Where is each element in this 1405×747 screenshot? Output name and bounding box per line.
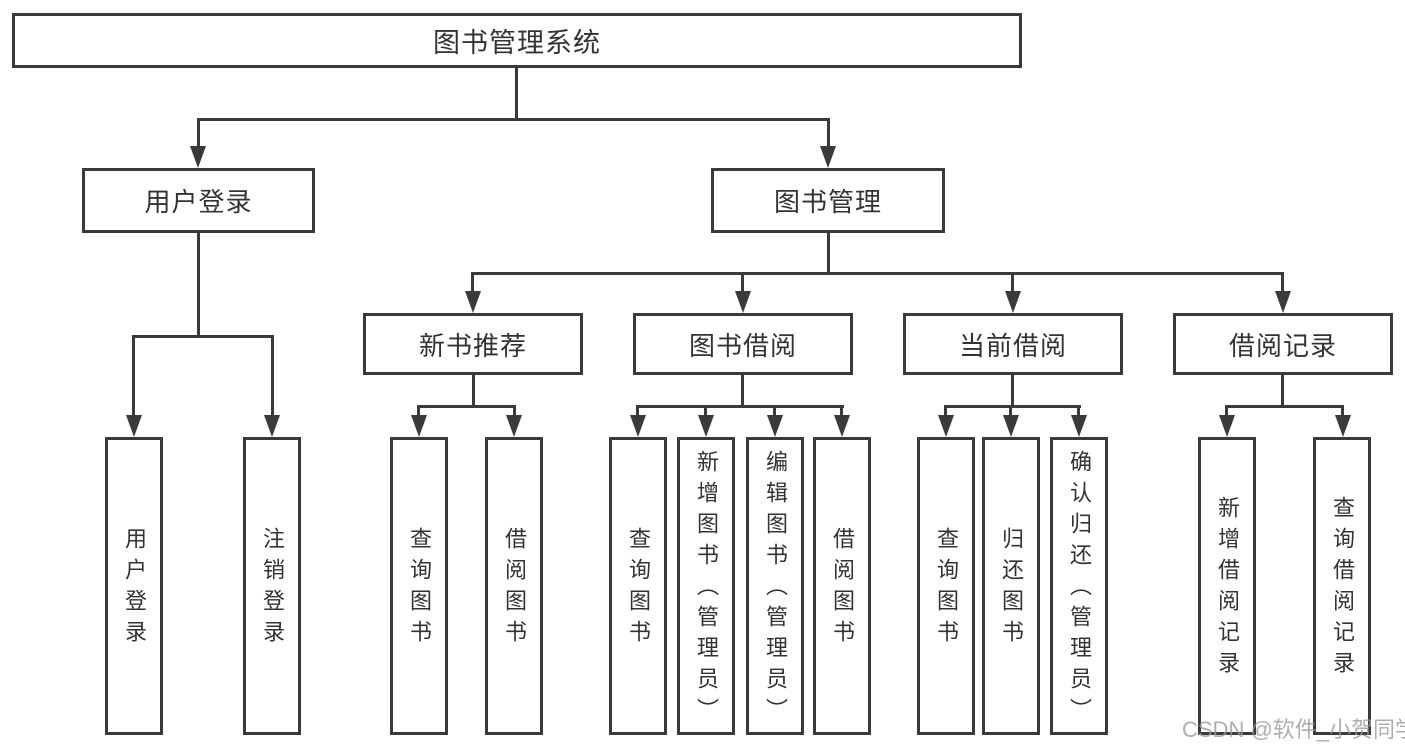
arrow-down-icon xyxy=(1275,291,1291,313)
node-new-book-recommendation: 新书推荐 xyxy=(363,313,583,375)
node-book-management: 图书管理 xyxy=(711,168,945,233)
leaf-user-login: 用户登录 xyxy=(105,437,163,735)
connector-borrowing-records-trunk xyxy=(1281,375,1284,408)
connector-drop xyxy=(773,405,776,423)
leaf-add-books-admin: 新增图书（管理员） xyxy=(677,437,735,735)
leaf-edit-books-admin: 编辑图书（管理员） xyxy=(746,437,804,735)
arrow-down-icon xyxy=(820,146,836,168)
arrow-down-icon xyxy=(1005,291,1021,313)
leaf-query-books-2: 查询图书 xyxy=(609,437,667,735)
connector-borrowing-records-bar xyxy=(1225,405,1344,408)
connector-level1-bar xyxy=(197,118,830,121)
connector-drop-user-login xyxy=(197,118,200,150)
connector-drop xyxy=(1077,405,1080,423)
connector-drop xyxy=(513,405,516,423)
connector-drop xyxy=(704,405,707,423)
connector-root-trunk xyxy=(515,68,518,121)
connector-new-book-trunk xyxy=(472,375,475,408)
connector-book-borrowing-trunk xyxy=(741,375,744,408)
connector-drop-current-borrowing xyxy=(1011,272,1014,292)
leaf-add-borrow-record: 新增借阅记录 xyxy=(1198,437,1256,735)
arrow-down-icon xyxy=(938,415,954,437)
connector-drop-book-management xyxy=(827,118,830,150)
leaf-borrow-books-1: 借阅图书 xyxy=(485,437,543,735)
connector-current-borrowing-trunk xyxy=(1011,375,1014,408)
arrow-down-icon xyxy=(767,415,783,437)
leaf-borrow-books-2: 借阅图书 xyxy=(813,437,871,735)
arrow-down-icon xyxy=(264,415,280,437)
connector-new-book-bar xyxy=(417,405,516,408)
node-library-management-system: 图书管理系统 xyxy=(12,13,1022,68)
connector-drop xyxy=(944,405,947,423)
arrow-down-icon xyxy=(698,415,714,437)
arrow-down-icon xyxy=(126,415,142,437)
connector-drop xyxy=(417,405,420,423)
arrow-down-icon xyxy=(834,415,850,437)
leaf-logout: 注销登录 xyxy=(243,437,301,735)
connector-user-login-bar xyxy=(132,335,274,338)
connector-book-borrowing-bar xyxy=(636,405,844,408)
connector-drop-leaf-user-login xyxy=(132,335,135,420)
connector-drop xyxy=(840,405,843,423)
leaf-query-borrow-record: 查询借阅记录 xyxy=(1313,437,1371,735)
connector-drop-borrowing-records xyxy=(1281,272,1284,292)
leaf-confirm-return-admin: 确认归还（管理员） xyxy=(1050,437,1108,735)
connector-drop xyxy=(1225,405,1228,423)
connector-book-management-trunk xyxy=(827,233,830,275)
arrow-down-icon xyxy=(1335,415,1351,437)
connector-drop-book-borrowing xyxy=(741,272,744,292)
node-borrowing-records: 借阅记录 xyxy=(1173,313,1393,375)
connector-drop-new-book xyxy=(471,272,474,292)
connector-current-borrowing-bar xyxy=(944,405,1081,408)
connector-drop-leaf-logout xyxy=(271,335,274,420)
node-current-borrowing: 当前借阅 xyxy=(903,313,1123,375)
arrow-down-icon xyxy=(411,415,427,437)
arrow-down-icon xyxy=(465,291,481,313)
arrow-down-icon xyxy=(190,146,206,168)
leaf-query-books-1: 查询图书 xyxy=(390,437,448,735)
arrow-down-icon xyxy=(1003,415,1019,437)
arrow-down-icon xyxy=(1071,415,1087,437)
arrow-down-icon xyxy=(630,415,646,437)
connector-level2-bar xyxy=(471,272,1284,275)
arrow-down-icon xyxy=(735,291,751,313)
leaf-query-books-3: 查询图书 xyxy=(917,437,975,735)
connector-drop xyxy=(636,405,639,423)
leaf-return-books: 归还图书 xyxy=(982,437,1040,735)
arrow-down-icon xyxy=(506,415,522,437)
connector-drop xyxy=(1009,405,1012,423)
connector-drop xyxy=(1341,405,1344,423)
connector-user-login-trunk xyxy=(197,233,200,337)
watermark-csdn: CSDN @软件_小贺同学 xyxy=(1182,717,1405,742)
arrow-down-icon xyxy=(1219,415,1235,437)
node-user-login: 用户登录 xyxy=(82,168,315,233)
node-book-borrowing: 图书借阅 xyxy=(633,313,853,375)
